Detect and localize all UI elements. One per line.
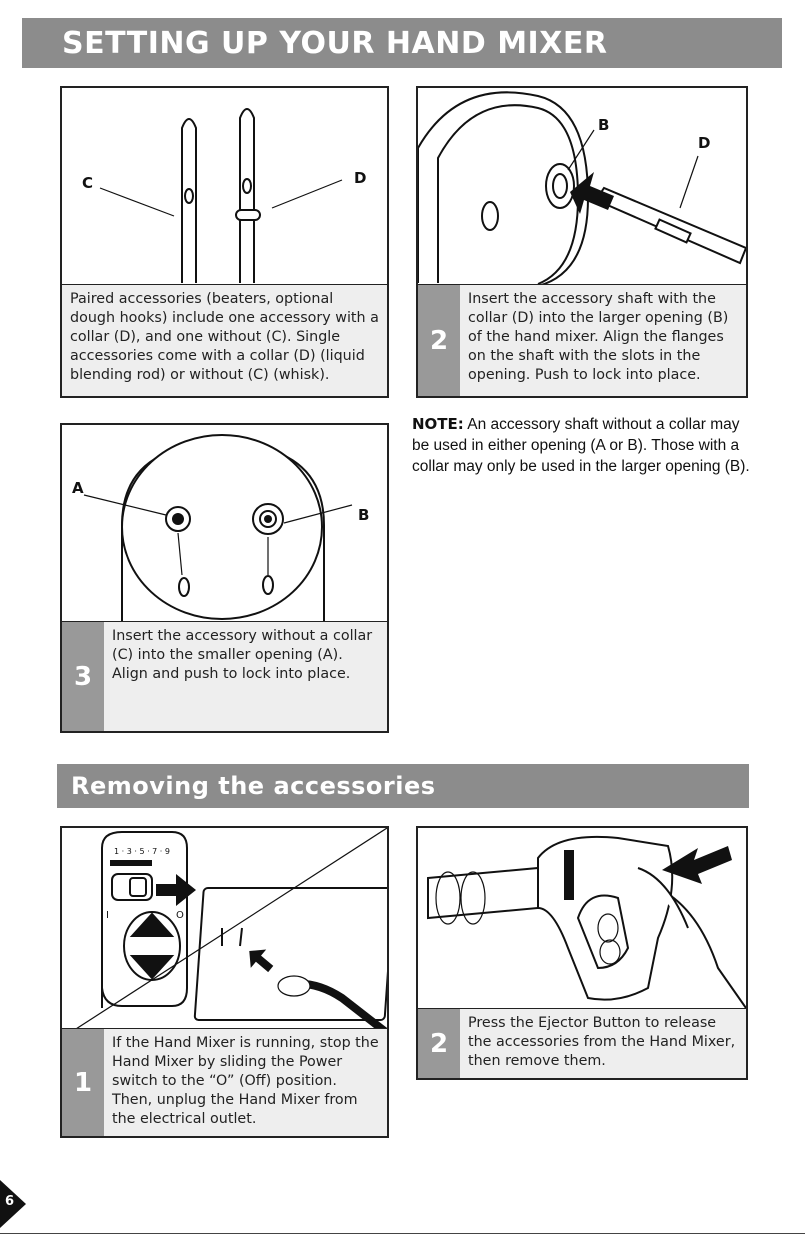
step-number: 3 xyxy=(62,622,104,731)
caption-box: 2 Insert the accessory shaft with the co… xyxy=(418,284,746,396)
switch-label-on: I xyxy=(106,910,109,921)
page-number: 6 xyxy=(5,1194,15,1209)
unplug-illustration: 1 · 3 · 5 · 7 · 9 I O xyxy=(62,828,387,1038)
caption-box: 2 Press the Ejector Button to release th… xyxy=(418,1008,746,1078)
caption-text: If the Hand Mixer is running, stop the H… xyxy=(112,1035,379,1127)
page-number-arrow-icon xyxy=(0,1180,26,1228)
step-number: 1 xyxy=(62,1029,104,1136)
note-label: NOTE: xyxy=(412,415,464,433)
subsection-title: Removing the accessories xyxy=(71,772,436,800)
caption-text: Insert the accessory shaft with the coll… xyxy=(468,291,729,383)
subsection-title-banner: Removing the accessories xyxy=(57,764,749,808)
step-number: 2 xyxy=(418,1009,460,1078)
panel-step-2-eject: 2 Press the Ejector Button to release th… xyxy=(416,826,748,1080)
step-number: 2 xyxy=(418,285,460,396)
accessories-illustration: C D xyxy=(82,108,366,283)
caption-box: Paired accessories (beaters, optional do… xyxy=(62,284,387,396)
label-b: B xyxy=(598,116,609,134)
label-d: D xyxy=(354,169,366,187)
panel-accessory-types: C D Paired accessories (beaters, optiona… xyxy=(60,86,389,398)
caption-text: Insert the accessory without a collar (C… xyxy=(112,628,373,682)
label-b: B xyxy=(358,506,369,524)
section-title-banner: SETTING UP YOUR HAND MIXER xyxy=(22,18,782,68)
label-c: C xyxy=(82,174,93,192)
note-paragraph: NOTE: An accessory shaft without a colla… xyxy=(412,414,757,477)
panel-step-1-unplug: 1 · 3 · 5 · 7 · 9 I O 1 If the Hand Mixe… xyxy=(60,826,389,1138)
speed-markings: 1 · 3 · 5 · 7 · 9 xyxy=(114,847,170,856)
openings-illustration: A B xyxy=(72,434,369,625)
caption-box: 1 If the Hand Mixer is running, stop the… xyxy=(62,1028,387,1136)
insert-collar-illustration: B D xyxy=(418,91,746,287)
switch-label-off: O xyxy=(176,910,184,921)
label-a: A xyxy=(72,479,84,497)
caption-text: Paired accessories (beaters, optional do… xyxy=(70,291,379,383)
caption-box: 3 Insert the accessory without a collar … xyxy=(62,621,387,731)
section-title: SETTING UP YOUR HAND MIXER xyxy=(62,25,608,61)
footer-rule xyxy=(0,1233,805,1234)
caption-text: Press the Ejector Button to release the … xyxy=(468,1015,736,1069)
eject-illustration xyxy=(427,835,746,1009)
panel-step-3-insert-no-collar: A B 3 Insert the accessory without a col… xyxy=(60,423,389,733)
panel-step-2-insert-collar: B D 2 Insert the accessory shaft with th… xyxy=(416,86,748,398)
label-d: D xyxy=(698,134,710,152)
note-text: An accessory shaft without a collar may … xyxy=(412,416,750,475)
